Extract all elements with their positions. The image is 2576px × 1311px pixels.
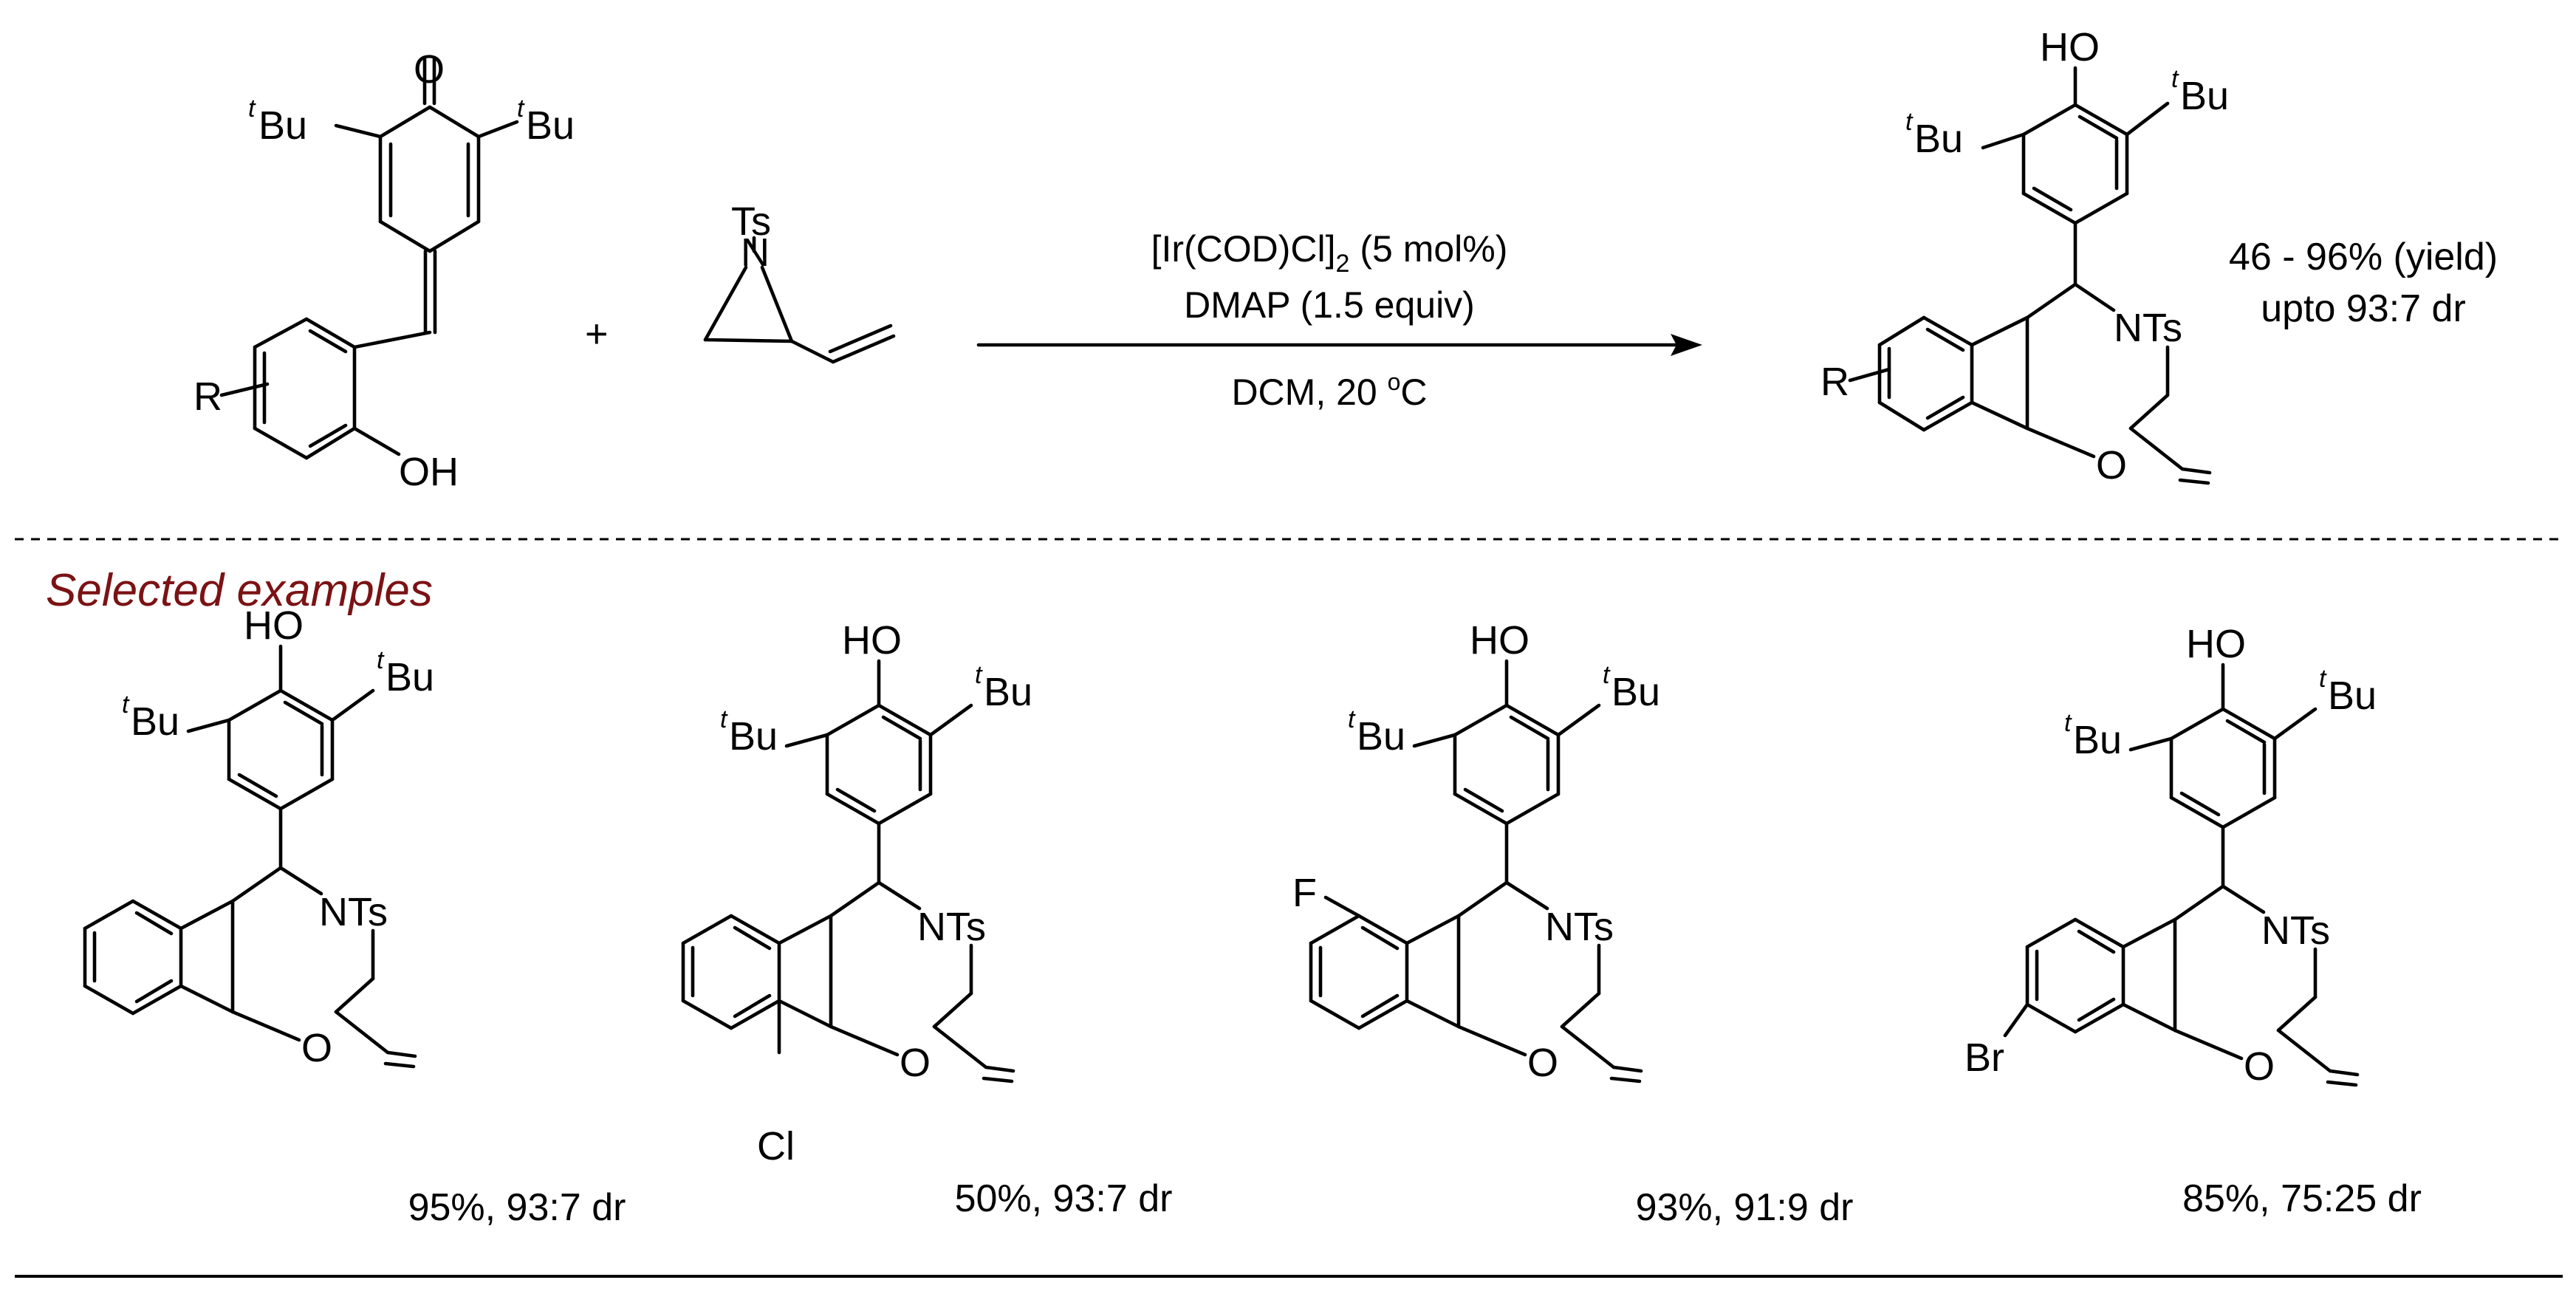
atom-tbu: Bu (1357, 714, 1405, 759)
atom-oxygen: O (414, 47, 445, 92)
atom-ring-oxygen: O (301, 1026, 332, 1070)
tbu-superscript: t (1603, 661, 1611, 689)
atom-hydroxyl: OH (399, 450, 459, 494)
reactant-vinyl-aziridine: N Ts (703, 199, 896, 364)
atom-nts: NTs (319, 890, 388, 934)
yield-range: 46 - 96% (yield) (2229, 236, 2498, 278)
catalyst-name: [Ir(COD)Cl] (1151, 228, 1336, 270)
example-4: HO t Bu t Bu NTs O Br (1964, 622, 2377, 1089)
tbu-superscript: t (1905, 108, 1914, 136)
tbu-superscript: t (248, 95, 256, 123)
atom-bromine: Br (1964, 1036, 2004, 1080)
atom-nitrogen: N (741, 230, 770, 275)
tbu-superscript: t (2064, 709, 2072, 737)
atom-hydroxyl: HO (2186, 622, 2246, 666)
atom-tbu: Bu (1914, 117, 1963, 161)
atom-tbu: Bu (1611, 670, 1660, 714)
atom-ring-oxygen: O (2096, 443, 2127, 487)
tbu-superscript: t (517, 95, 525, 123)
atom-tbu: Bu (2328, 674, 2377, 718)
atom-ring-oxygen: O (1527, 1041, 1558, 1085)
example-3: HO t Bu t Bu NTs O F (1292, 618, 1660, 1085)
atom-r: R (193, 374, 222, 419)
plus-sign: + (585, 312, 609, 356)
arrow-head (1671, 334, 1702, 356)
reaction-arrow-group: [Ir(COD)Cl]2 (5 mol%) DMAP (1.5 equiv) D… (976, 228, 1702, 413)
atom-hydroxyl: HO (244, 603, 304, 648)
degree-superscript: o (1388, 369, 1401, 395)
solvent-temperature: DCM, 20 oC (1231, 369, 1427, 413)
example-3-result: 93%, 91:9 dr (1636, 1186, 1854, 1229)
section-title: Selected examples (46, 565, 433, 616)
temperature-unit: C (1400, 372, 1427, 413)
catalyst-subscript: 2 (1336, 250, 1350, 278)
atom-chlorine: Cl (757, 1124, 795, 1168)
tbu-superscript: t (2171, 65, 2179, 93)
atom-ring-oxygen: O (2244, 1044, 2275, 1089)
atom-hydroxyl: HO (2040, 25, 2100, 69)
tbu-superscript: t (2319, 665, 2327, 693)
atom-nts: NTs (2114, 306, 2182, 350)
reactant-quinone-methide: O t Bu t Bu R OH (193, 47, 575, 494)
atom-tbu: Bu (131, 699, 179, 744)
catalyst-loading: (5 mol%) (1349, 228, 1507, 270)
example-2-result: 50%, 93:7 dr (955, 1177, 1173, 1220)
tosyl-group: Ts (731, 199, 771, 244)
atom-tbu: Bu (984, 670, 1032, 714)
example-2: HO t Bu t Bu NTs O Cl (683, 618, 1032, 1168)
atom-ring-oxygen: O (900, 1041, 931, 1085)
atom-tbu: Bu (526, 103, 575, 148)
base-condition: DMAP (1.5 equiv) (1184, 284, 1475, 326)
atom-nts: NTs (1545, 905, 1614, 949)
atom-tbu: Bu (386, 655, 434, 699)
atom-hydroxyl: HO (1470, 618, 1530, 663)
product-benzoxazepine: HO t Bu t Bu NTs O R (1820, 25, 2229, 487)
atom-r: R (1820, 360, 1849, 404)
atom-tbu: Bu (2073, 718, 2122, 762)
atom-tbu: Bu (729, 714, 778, 759)
tbu-superscript: t (975, 661, 983, 689)
tbu-superscript: t (122, 691, 130, 719)
dr-max: upto 93:7 dr (2261, 287, 2466, 330)
atom-fluorine: F (1292, 871, 1317, 915)
catalyst-line: [Ir(COD)Cl]2 (5 mol%) (1151, 228, 1508, 278)
tbu-superscript: t (377, 646, 385, 674)
tbu-superscript: t (1348, 705, 1356, 733)
atom-tbu: Bu (258, 103, 307, 148)
example-1-result: 95%, 93:7 dr (408, 1186, 626, 1229)
atom-nts: NTs (2261, 908, 2330, 953)
example-4-result: 85%, 75:25 dr (2182, 1177, 2422, 1220)
atom-hydroxyl: HO (842, 618, 902, 663)
atom-nts: NTs (917, 905, 986, 949)
atom-tbu: Bu (2180, 74, 2229, 118)
solvent-text: DCM, 20 (1231, 372, 1387, 413)
tbu-superscript: t (720, 705, 728, 733)
example-1: HO t Bu t Bu NTs O (85, 603, 434, 1070)
